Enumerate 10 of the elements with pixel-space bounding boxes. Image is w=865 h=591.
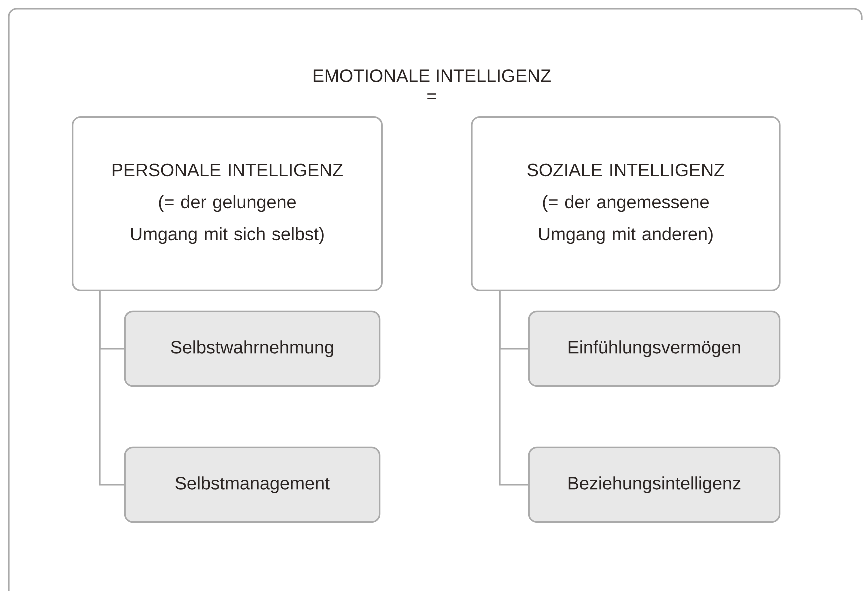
category-box: PERSONALE INTELLIGENZ (= der gelungene Umgang mit sich selbst) [72, 116, 383, 292]
competence-box: Selbstwahrnehmung [124, 310, 381, 388]
competence-box: Einfühlungsvermögen [528, 310, 781, 388]
connector [499, 291, 528, 486]
competence-box: Beziehungsintelligenz [528, 446, 781, 524]
connector [99, 291, 124, 486]
competence-box: Selbstmanagement [124, 446, 381, 524]
title: EMOTIONALE INTELLIGENZ [314, 70, 551, 82]
equals-sign: = [428, 94, 436, 100]
category-box: SOZIALE INTELLIGENZ (= der angemessene Umgang mit anderen) [471, 116, 781, 292]
